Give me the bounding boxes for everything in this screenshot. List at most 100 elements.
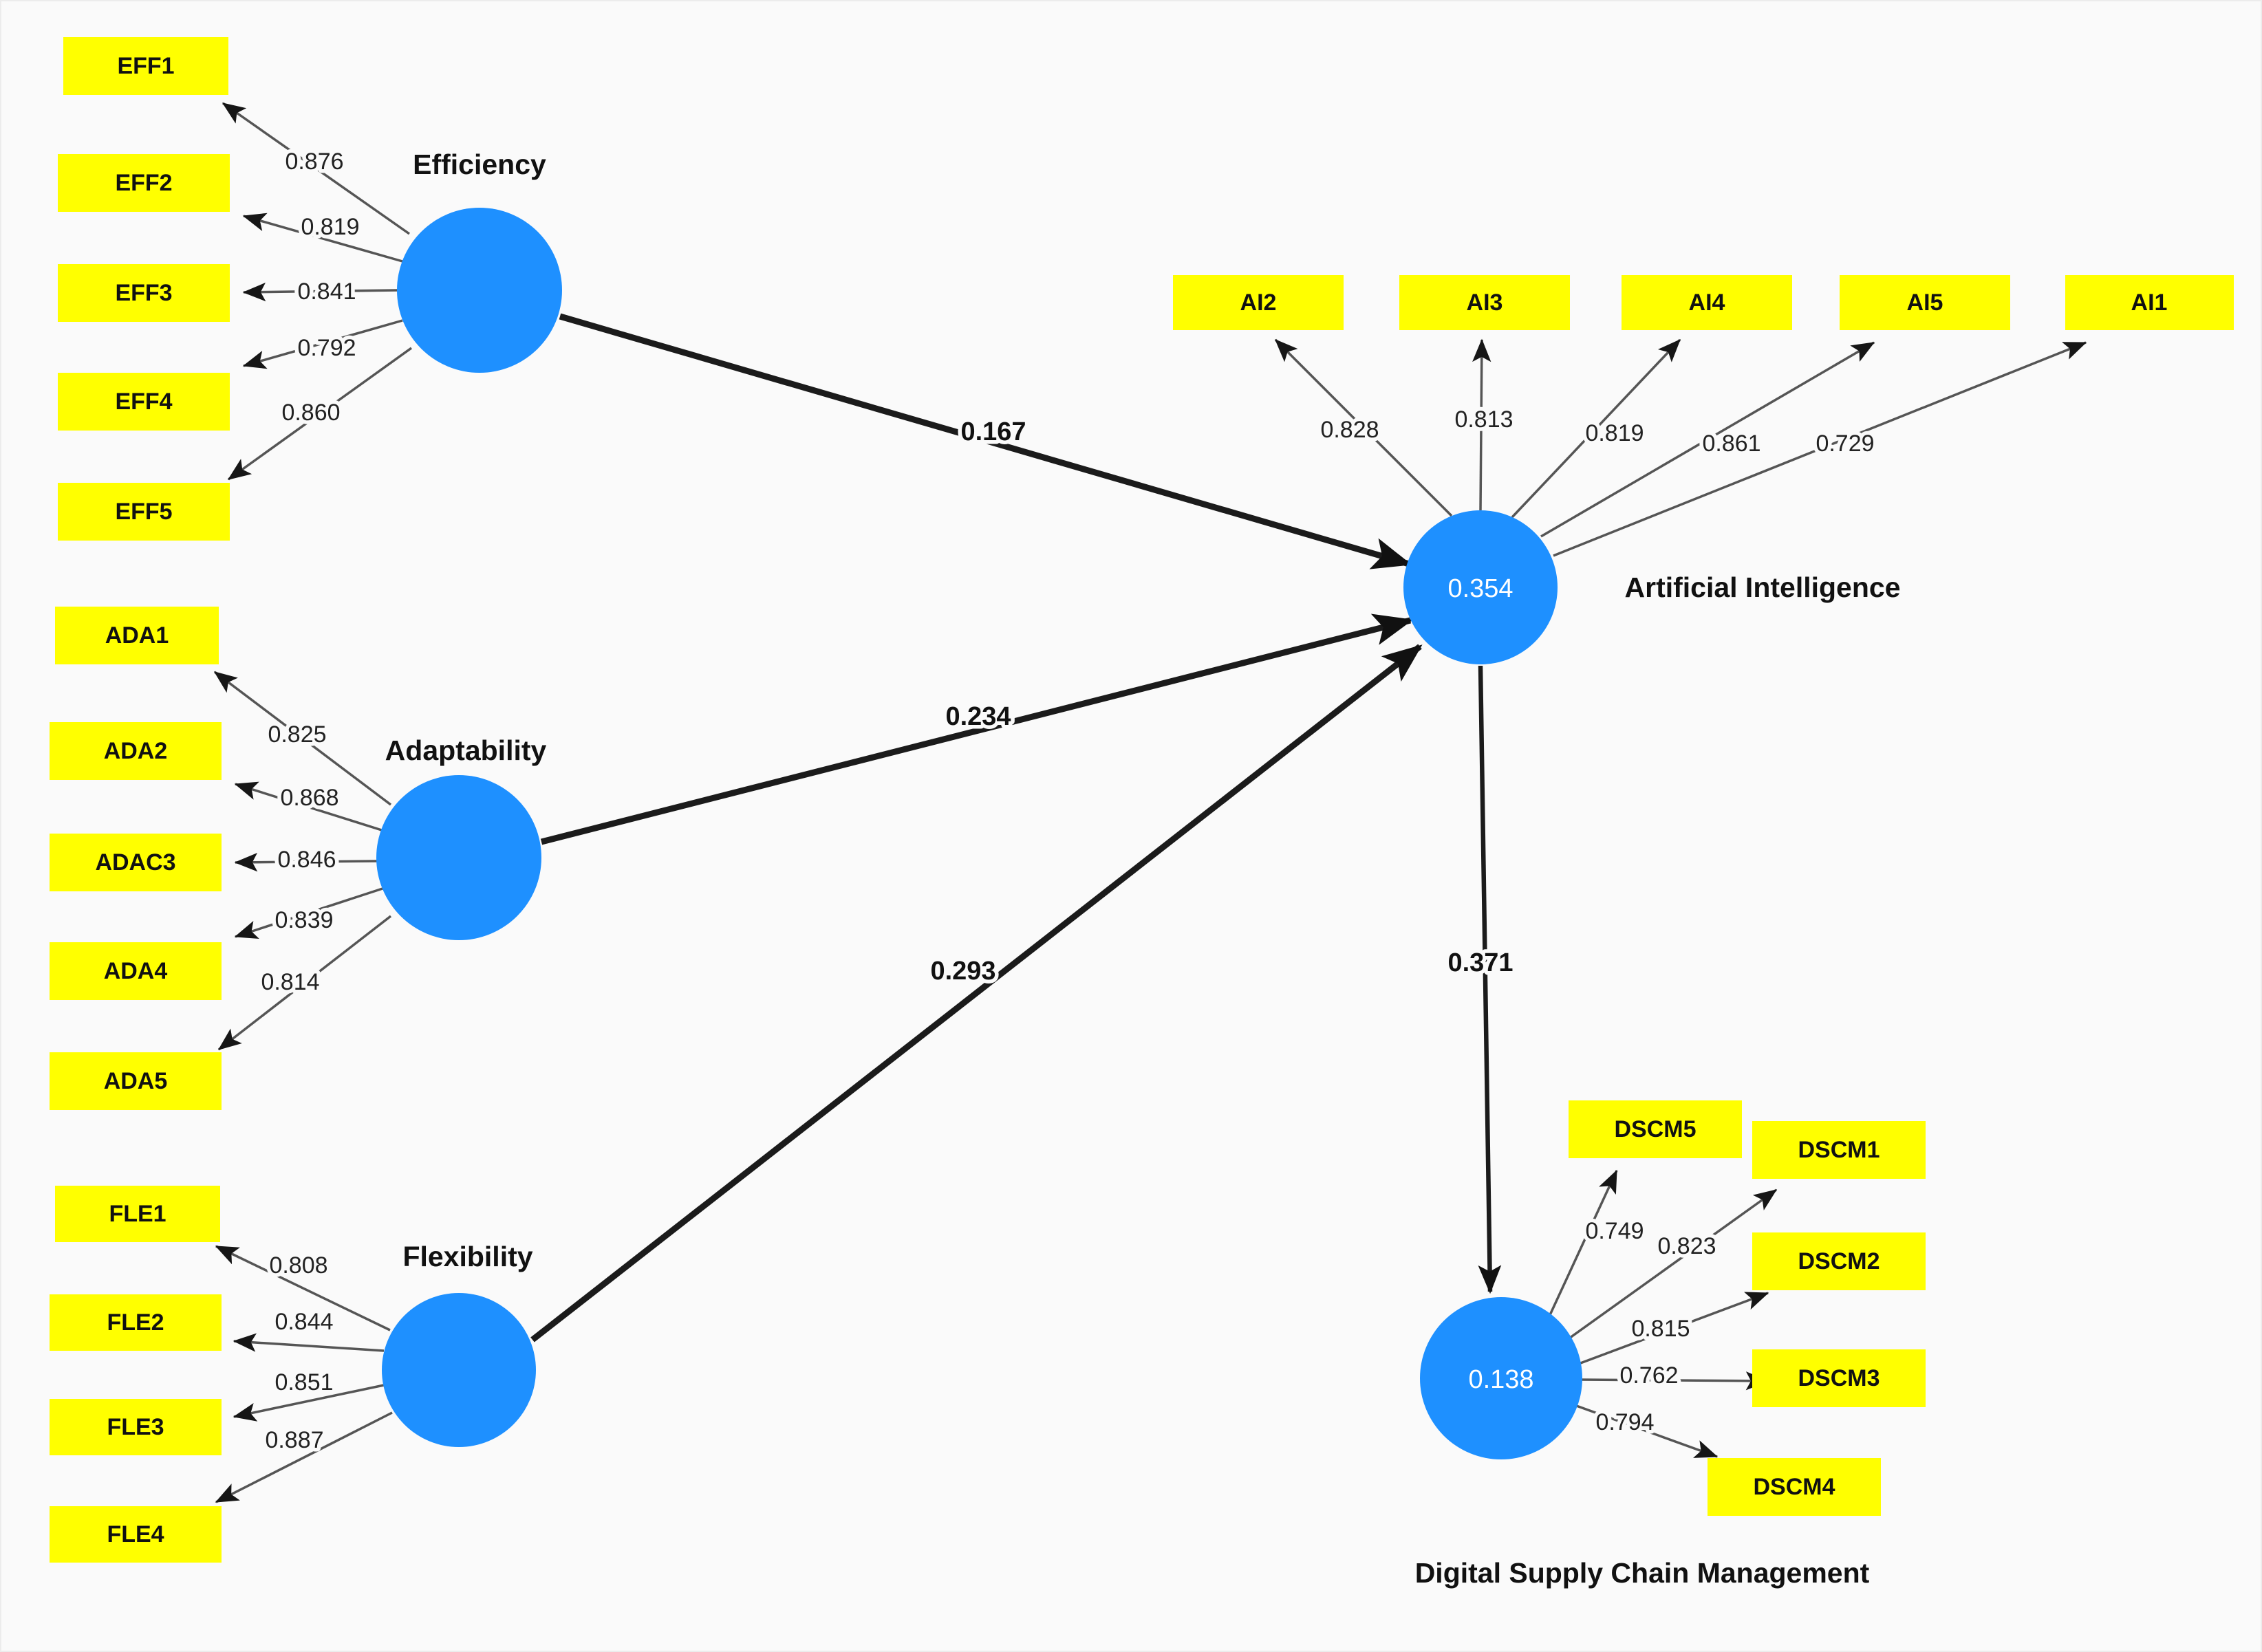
indicator-rect xyxy=(55,1186,220,1242)
construct-name-label: Artificial Intelligence xyxy=(1625,572,1901,603)
indicator-box-eff2[interactable]: EFF2 xyxy=(58,154,230,212)
indicator-label: AI3 xyxy=(1467,290,1503,316)
loading-value-dscm3: 0.762 xyxy=(1619,1362,1678,1389)
indicator-rect xyxy=(2065,275,2234,330)
indicator-label: EFF2 xyxy=(115,170,172,196)
indicator-rect xyxy=(50,1294,222,1351)
indicator-label: ADA4 xyxy=(104,958,168,984)
loading-values-efficiency: 0.876 0.819 0.841 0.792 0.860 xyxy=(278,144,363,429)
loading-line-eff3 xyxy=(242,282,398,302)
indicator-rect xyxy=(1752,1121,1926,1179)
indicator-label: AI2 xyxy=(1240,290,1277,316)
loading-value-dscm4: 0.794 xyxy=(1595,1409,1654,1435)
indicator-label: DSCM1 xyxy=(1798,1137,1879,1163)
loading-value-ai1: 0.729 xyxy=(1816,431,1874,457)
construct-node-artificial-intelligence[interactable]: 0.354 Artificial Intelligence xyxy=(1403,510,1901,664)
loading-lines-dscm xyxy=(1548,1169,1778,1458)
indicator-label: DSCM4 xyxy=(1753,1474,1835,1500)
loading-line-eff4 xyxy=(242,319,403,369)
loading-line-eff5 xyxy=(227,347,413,481)
construct-circle xyxy=(382,1293,536,1447)
indicator-box-fle3[interactable]: FLE3 xyxy=(50,1399,222,1455)
construct-node-efficiency[interactable]: Efficiency xyxy=(397,149,562,373)
indicator-label: DSCM3 xyxy=(1798,1365,1879,1391)
indicator-label: AI4 xyxy=(1689,290,1725,316)
loading-line-ada1 xyxy=(213,671,392,806)
indicator-rect xyxy=(1622,275,1792,330)
indicator-rect xyxy=(1752,1349,1926,1407)
path-value-flexibility-to-ai: 0.293 xyxy=(930,957,995,986)
indicator-box-dscm2[interactable]: DSCM2 xyxy=(1752,1232,1926,1290)
loading-value-eff1: 0.876 xyxy=(285,149,343,175)
loading-value-ada5: 0.814 xyxy=(261,969,319,995)
structural-path-values: 0.167 0.234 0.293 0.371 xyxy=(927,414,1517,990)
loading-lines-efficiency xyxy=(222,102,413,481)
loading-line-ai1 xyxy=(1553,341,2087,557)
loading-lines-adaptability xyxy=(213,671,392,1051)
loading-line-dscm2 xyxy=(1576,1292,1769,1366)
loading-line-eff1 xyxy=(222,102,411,235)
indicator-label: AI1 xyxy=(2131,290,2168,316)
indicator-rect xyxy=(58,264,230,322)
construct-name-label: Efficiency xyxy=(413,149,546,180)
indicator-box-ai2[interactable]: AI2 xyxy=(1173,275,1344,330)
indicator-box-fle2[interactable]: FLE2 xyxy=(50,1294,222,1351)
loading-value-ai4: 0.819 xyxy=(1585,420,1644,446)
loading-line-eff2 xyxy=(242,213,403,263)
indicator-box-fle1[interactable]: FLE1 xyxy=(55,1186,220,1242)
indicator-label: ADA1 xyxy=(105,622,169,649)
loading-line-dscm3 xyxy=(1579,1371,1769,1391)
indicator-box-dscm4[interactable]: DSCM4 xyxy=(1708,1458,1881,1516)
loading-values-ai: 0.828 0.813 0.819 0.861 0.729 xyxy=(1317,402,1878,460)
loading-line-ai4 xyxy=(1511,338,1681,519)
indicator-box-ada4[interactable]: ADA4 xyxy=(50,942,222,1000)
indicator-box-ai3[interactable]: AI3 xyxy=(1399,275,1570,330)
construct-circle xyxy=(376,775,541,940)
indicator-box-dscm3[interactable]: DSCM3 xyxy=(1752,1349,1926,1407)
loading-line-dscm1 xyxy=(1566,1188,1778,1341)
path-line-flexibility-to-ai xyxy=(530,644,1423,1343)
loading-value-ada2: 0.868 xyxy=(280,785,338,811)
loading-value-dscm1: 0.823 xyxy=(1657,1233,1716,1259)
structural-path-lines xyxy=(530,313,1502,1343)
indicator-box-ai5[interactable]: AI5 xyxy=(1840,275,2010,330)
indicator-label: DSCM2 xyxy=(1798,1248,1879,1274)
loading-value-fle2: 0.844 xyxy=(274,1309,333,1335)
indicator-box-ai1[interactable]: AI1 xyxy=(2065,275,2234,330)
indicator-box-eff5[interactable]: EFF5 xyxy=(58,483,230,541)
indicator-box-dscm1[interactable]: DSCM1 xyxy=(1752,1121,1926,1179)
indicator-box-ada5[interactable]: ADA5 xyxy=(50,1052,222,1110)
path-value-adaptability-to-ai: 0.234 xyxy=(945,702,1011,731)
path-value-ai-to-dscm: 0.371 xyxy=(1447,948,1513,977)
path-line-adaptability-to-ai xyxy=(540,613,1414,845)
indicator-box-eff1[interactable]: EFF1 xyxy=(63,37,228,95)
indicator-box-eff3[interactable]: EFF3 xyxy=(58,264,230,322)
indicator-box-ai4[interactable]: AI4 xyxy=(1622,275,1792,330)
indicator-box-eff4[interactable]: EFF4 xyxy=(58,373,230,431)
construct-name-label: Adaptability xyxy=(385,735,547,766)
construct-node-adaptability[interactable]: Adaptability xyxy=(376,735,547,940)
indicator-rect xyxy=(58,483,230,541)
indicator-box-fle4[interactable]: FLE4 xyxy=(50,1506,222,1563)
indicator-label: FLE3 xyxy=(107,1414,164,1440)
construct-r2-value: 0.138 xyxy=(1468,1365,1533,1394)
loading-value-ada4: 0.839 xyxy=(274,907,333,933)
construct-node-flexibility[interactable]: Flexibility xyxy=(382,1241,536,1447)
indicator-box-ada1[interactable]: ADA1 xyxy=(55,607,219,664)
loading-values-flexibility: 0.808 0.844 0.851 0.887 xyxy=(261,1248,337,1457)
indicator-box-ada2[interactable]: ADA2 xyxy=(50,722,222,780)
indicator-rect xyxy=(58,154,230,212)
construct-circle xyxy=(1420,1297,1582,1459)
indicator-label: ADA5 xyxy=(104,1068,168,1094)
loading-line-ada5 xyxy=(217,915,392,1051)
indicator-box-adac3[interactable]: ADAC3 xyxy=(50,834,222,891)
indicator-label: AI5 xyxy=(1907,290,1943,316)
indicator-box-dscm5[interactable]: DSCM5 xyxy=(1569,1100,1742,1158)
loading-line-adac3 xyxy=(234,853,378,872)
construct-node-digital-supply-chain-management[interactable]: 0.138 Digital Supply Chain Management xyxy=(1415,1297,1870,1589)
indicator-label: ADA2 xyxy=(104,738,168,764)
loading-value-ada1: 0.825 xyxy=(268,721,326,748)
loading-line-fle1 xyxy=(215,1245,391,1332)
